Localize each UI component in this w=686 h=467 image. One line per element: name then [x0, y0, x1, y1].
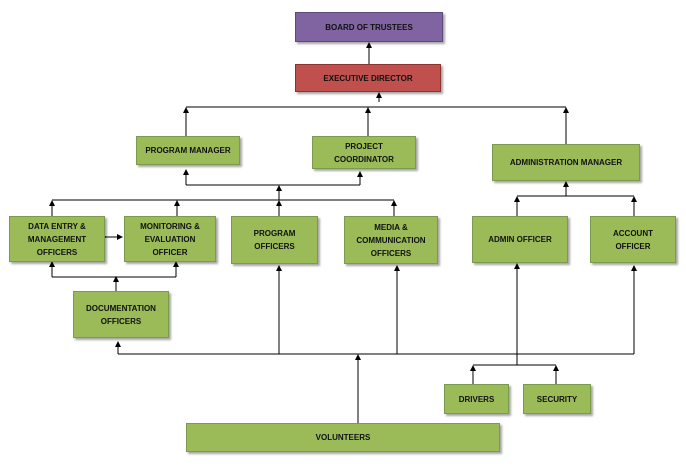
- node-label: PROJECT COORDINATOR: [334, 141, 394, 164]
- node-admin-officer: ADMIN OFFICER: [472, 216, 568, 263]
- node-label: PROGRAM MANAGER: [145, 146, 231, 155]
- node-program-officers: PROGRAM OFFICERS: [231, 216, 318, 264]
- node-monitoring-evaluation-officer: MONITORING & EVALUATION OFFICER: [124, 216, 216, 262]
- node-label: MEDIA & COMMUNICATION OFFICERS: [356, 222, 426, 258]
- node-label: SECURITY: [536, 394, 578, 404]
- node-account-officer: ACCOUNT OFFICER: [590, 216, 676, 263]
- node-program-manager: PROGRAM MANAGER: [136, 136, 240, 165]
- node-label: DRIVERS: [458, 394, 495, 404]
- node-label: ADMIN OFFICER: [488, 235, 552, 244]
- node-label: DOCUMENTATION OFFICERS: [86, 303, 156, 326]
- node-label: EXECUTIVE DIRECTOR: [323, 73, 413, 83]
- node-label: ACCOUNT OFFICER: [613, 228, 653, 251]
- node-executive-director: EXECUTIVE DIRECTOR: [295, 64, 441, 92]
- node-media-communication-officers: MEDIA & COMMUNICATION OFFICERS: [344, 216, 438, 264]
- node-label: VOLUNTEERS: [315, 433, 371, 442]
- node-label: BOARD OF TRUSTEES: [325, 22, 413, 32]
- node-label: PROGRAM OFFICERS: [253, 229, 296, 251]
- node-board-of-trustees: BOARD OF TRUSTEES: [295, 12, 443, 42]
- node-security: SECURITY: [523, 384, 591, 414]
- node-data-entry-management-officers: DATA ENTRY & MANAGEMENT OFFICERS: [9, 216, 105, 262]
- node-administration-manager: ADMINISTRATION MANAGER: [492, 144, 640, 181]
- node-label: DATA ENTRY & MANAGEMENT OFFICERS: [27, 221, 87, 257]
- node-drivers: DRIVERS: [444, 384, 509, 414]
- node-documentation-officers: DOCUMENTATION OFFICERS: [73, 291, 169, 338]
- node-label: MONITORING & EVALUATION OFFICER: [140, 221, 200, 257]
- node-label: ADMINISTRATION MANAGER: [509, 158, 623, 167]
- node-volunteers: VOLUNTEERS: [186, 423, 500, 452]
- node-project-coordinator: PROJECT COORDINATOR: [312, 136, 416, 169]
